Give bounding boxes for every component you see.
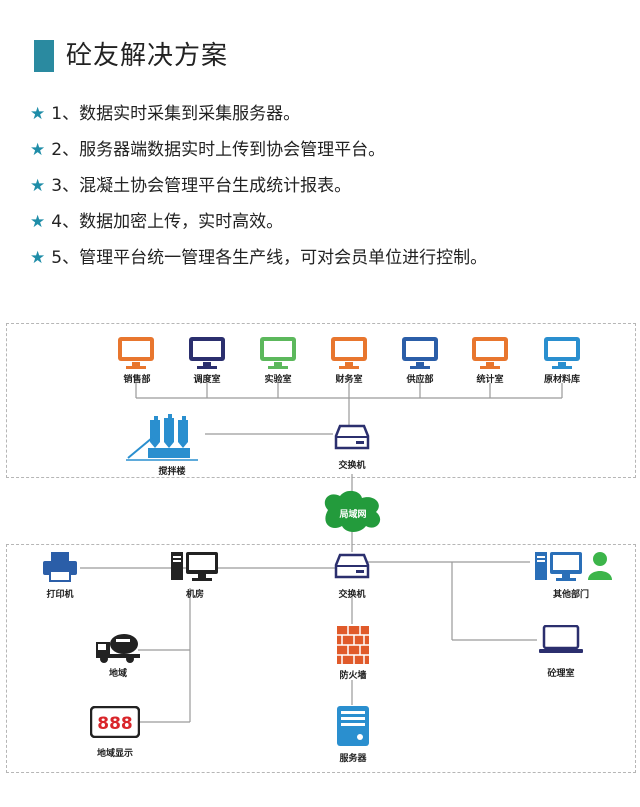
monitor-icon <box>402 337 438 369</box>
lan-label: 局域网 <box>339 510 367 520</box>
display-digits: 888 <box>97 714 133 734</box>
dept-label: 原材料库 <box>543 375 581 385</box>
other-departments-label: 其他部门 <box>552 590 590 600</box>
switch-label: 交换机 <box>338 590 366 600</box>
printer-icon <box>43 552 77 582</box>
dept-label: 统计室 <box>476 375 504 385</box>
switch-label: 交换机 <box>338 461 366 471</box>
dept-label: 实验室 <box>264 375 292 385</box>
firewall <box>336 625 370 669</box>
site-network-box <box>6 544 636 773</box>
server <box>336 705 370 751</box>
computer-user-icon <box>535 552 612 581</box>
feature-item: ★2、服务器端数据实时上传到协会管理平台。 <box>30 140 386 160</box>
feature-item: ★5、管理平台统一管理各生产线，可对会员单位进行控制。 <box>30 248 488 268</box>
truck-label: 地域 <box>108 669 128 679</box>
dept-materials <box>543 336 581 374</box>
star-icon: ★ <box>30 104 46 124</box>
feature-item: ★1、数据实时采集到采集服务器。 <box>30 104 301 124</box>
firewall-label: 防火墙 <box>339 671 367 681</box>
title-accent-bar <box>34 40 54 72</box>
dept-supply <box>401 336 439 374</box>
dept-label: 供应部 <box>406 375 434 385</box>
monitor-icon <box>544 337 580 369</box>
led-display: 888 <box>89 705 141 742</box>
star-icon: ★ <box>30 140 46 160</box>
lan-cloud <box>318 488 388 540</box>
firewall-icon <box>337 626 369 664</box>
feature-item: ★4、数据加密上传，实时高效。 <box>30 212 284 232</box>
printer-label: 打印机 <box>46 590 74 600</box>
display-label: 地域显示 <box>96 749 134 759</box>
switch-icon <box>334 553 370 579</box>
dept-finance <box>330 336 368 374</box>
mixer-truck <box>94 630 142 668</box>
monitor-icon <box>189 337 225 369</box>
laptop-icon <box>539 624 583 653</box>
other-departments <box>534 550 614 588</box>
dept-dispatch <box>188 336 226 374</box>
mixing-plant <box>126 414 206 466</box>
dept-sales <box>117 336 155 374</box>
page-title: 砼友解决方案 <box>66 41 229 71</box>
lan-cloud-icon <box>324 490 381 532</box>
dept-statistics <box>471 336 509 374</box>
dept-label: 财务室 <box>335 375 363 385</box>
switch-bottom <box>334 553 370 583</box>
feature-item: ★3、混凝土协会管理平台生成统计报表。 <box>30 176 352 196</box>
mixer-truck-icon <box>96 634 140 663</box>
star-icon: ★ <box>30 248 46 268</box>
computer-icon <box>171 552 218 581</box>
monitor-icon <box>331 337 367 369</box>
mixing-plant-icon <box>126 414 198 461</box>
star-icon: ★ <box>30 176 46 196</box>
dept-label: 销售部 <box>123 375 151 385</box>
dept-lab <box>259 336 297 374</box>
machine-room-label: 机房 <box>185 590 205 600</box>
server-label: 服务器 <box>339 754 367 764</box>
machine-room <box>170 550 220 588</box>
server-icon <box>337 706 369 746</box>
star-icon: ★ <box>30 212 46 232</box>
monitor-icon <box>472 337 508 369</box>
feature-list: ★1、数据实时采集到采集服务器。 ★2、服务器端数据实时上传到协会管理平台。 ★… <box>30 102 487 282</box>
monitor-icon <box>118 337 154 369</box>
switch-icon <box>334 424 370 450</box>
printer <box>42 551 78 587</box>
mixing-plant-label: 搅拌楼 <box>158 467 186 477</box>
office-network-box <box>6 323 636 478</box>
lab-room-label: 砼理室 <box>547 669 575 679</box>
monitor-icon <box>260 337 296 369</box>
led-display-icon: 888 <box>89 705 141 739</box>
dept-label: 调度室 <box>193 375 221 385</box>
switch-top <box>334 424 370 454</box>
lab-room <box>538 624 584 659</box>
